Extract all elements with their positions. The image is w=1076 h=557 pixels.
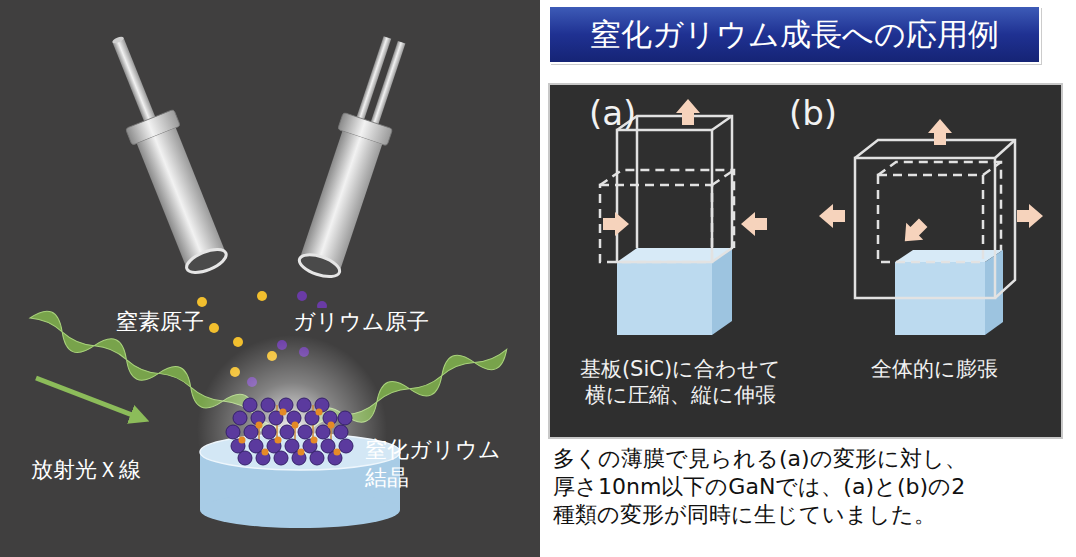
cube-b-part <box>819 204 845 228</box>
part-label: 窒素原子 <box>113 308 207 336</box>
crystal-n-part <box>316 409 323 416</box>
panel-letter: (a) <box>589 92 636 135</box>
cube-a-part-part <box>617 130 712 262</box>
title-box <box>549 6 1040 63</box>
crystal-n-part <box>292 422 299 429</box>
gallium-source-part <box>300 131 383 272</box>
nitrogen-source-part <box>184 245 230 277</box>
crystal-ga-part <box>233 411 247 425</box>
title-holder: 窒化ガリウム成長への応用例 <box>549 6 1040 63</box>
crystal-n-part <box>280 409 287 416</box>
cube-b-part-part <box>995 140 1015 158</box>
cube-b-part-part <box>878 175 983 262</box>
xray-beam-in-part <box>24 305 99 358</box>
crystal-ga-part <box>274 451 288 465</box>
crystal-ga-part <box>338 411 352 425</box>
cube-a-part <box>676 99 700 125</box>
cube-b-part <box>928 119 952 145</box>
gallium-source-part <box>371 41 406 125</box>
crystal-ga-part <box>280 425 294 439</box>
crystal-ga-part <box>298 425 312 439</box>
crystal-n-part <box>298 449 305 456</box>
xray-beam-out-part <box>437 336 512 388</box>
crystal-ga-part <box>339 439 353 453</box>
nitrogen-atoms-part <box>257 291 267 301</box>
gallium-source-part <box>297 251 343 281</box>
crystal-n-part <box>334 449 341 456</box>
crystal-ga-part <box>243 398 257 412</box>
deformation-panel-box: (a) 基板(SiC)に合わせて 横に圧縮、縦に伸張 (b) 全体的に膨張 <box>549 84 1062 438</box>
cube-a-part <box>603 212 629 236</box>
cube-b-part-part <box>983 162 1001 175</box>
deformation-caption: 基板(SiC)に合わせて 横に圧縮、縦に伸張 <box>553 356 808 409</box>
cube-a-part <box>741 212 767 236</box>
crystal-n-part <box>328 422 335 429</box>
crystal-n-part <box>311 437 318 444</box>
substrate-disc-part <box>200 492 400 528</box>
part-label: ガリウム原子 <box>290 308 432 336</box>
cube-b-part-part <box>855 158 995 298</box>
cube-b-part <box>1017 204 1043 228</box>
crystal-ga-part <box>262 425 276 439</box>
crystal-ga-part <box>297 398 311 412</box>
cube-a-part-part <box>600 170 734 248</box>
cube-b-part-part <box>855 140 1015 298</box>
crystal-n <box>239 409 341 456</box>
xray-arrow <box>36 378 140 418</box>
cube-b <box>819 119 1043 335</box>
nitrogen-atoms-part <box>233 337 243 347</box>
crystal-ga-part <box>334 425 348 439</box>
cube-a-part <box>617 116 732 262</box>
title-text: 窒化ガリウム成長への応用例 <box>590 14 999 56</box>
crystal-ga-part <box>261 398 275 412</box>
panel-letter: (b) <box>789 92 837 135</box>
crystal-n-part <box>256 422 263 429</box>
crystal-n-part <box>262 449 269 456</box>
part-label: 放射光Ｘ線 <box>28 456 144 484</box>
illustration-panel: 窒素原子 ガリウム原子放射光Ｘ線 窒化ガリウム 結晶 <box>0 0 540 557</box>
nitrogen-source <box>93 28 234 279</box>
cube-a <box>600 99 767 335</box>
cube-a-part-part <box>636 116 639 248</box>
nitrogen-source-part <box>137 128 226 269</box>
nitrogen-atoms-part <box>209 323 219 333</box>
part-label: 窒化ガリウム 結晶 <box>362 436 528 491</box>
caption-text: 多くの薄膜で見られる(a)の変形に対し、 厚さ10nm以下のGaNでは、(a)と… <box>553 445 1069 529</box>
cube-a-part-part <box>712 170 734 185</box>
xray-beam-in-part <box>89 333 164 386</box>
gallium-atoms-part <box>297 291 307 301</box>
cube-b-part-part <box>878 162 1001 250</box>
crystal-ga-part <box>226 425 240 439</box>
nitrogen-source-part <box>112 35 125 44</box>
crystal-ga-part <box>238 451 252 465</box>
crystal-ga-part <box>310 451 324 465</box>
crystal-ga-part <box>244 425 258 439</box>
gallium-source <box>292 32 420 283</box>
cube-b-part <box>855 140 1015 298</box>
crystal-bonds <box>259 405 331 458</box>
cube-b-part <box>896 214 931 249</box>
cube-a-part <box>617 262 712 335</box>
crystal-n-part <box>275 437 282 444</box>
nitrogen-atoms-part <box>197 297 207 307</box>
cube-a-part <box>600 170 734 262</box>
deformation-caption: 全体的に膨張 <box>837 356 1032 382</box>
cube-a-part-part <box>712 116 732 130</box>
crystal-n-part <box>239 437 246 444</box>
nitrogen-source-part <box>112 38 155 122</box>
crystal-ga <box>226 398 353 465</box>
left-panel-ground <box>0 0 540 557</box>
crystal-ga-part <box>316 425 330 439</box>
cube-a-part-part <box>600 185 712 262</box>
cube-b-part <box>895 250 1003 262</box>
cube-a-part-part <box>617 116 732 262</box>
cube-b-part <box>878 162 1001 262</box>
deformation-panel <box>549 84 1062 438</box>
